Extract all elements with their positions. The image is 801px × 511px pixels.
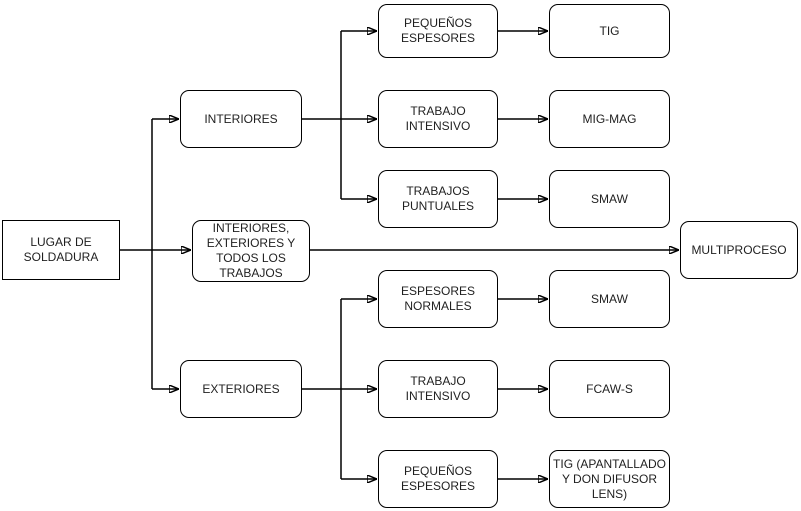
node-interiores: INTERIORES: [180, 90, 302, 148]
node-pequenos-espesores-exteriores: PEQUEÑOS ESPESORES: [378, 450, 498, 508]
node-interiores-exteriores-todos: INTERIORES, EXTERIORES Y TODOS LOS TRABA…: [192, 220, 310, 282]
node-exteriores: EXTERIORES: [180, 360, 302, 418]
node-smaw-exteriores: SMAW: [549, 270, 670, 328]
node-trabajo-intensivo-interiores: TRABAJO INTENSIVO: [378, 90, 498, 148]
node-espesores-normales: ESPESORES NORMALES: [378, 270, 498, 328]
node-tig-apantallado: TIG (APANTALLADO Y DON DIFUSOR LENS): [549, 450, 670, 508]
node-lugar-de-soldadura: LUGAR DE SOLDADURA: [2, 220, 120, 280]
node-smaw-interiores: SMAW: [549, 170, 670, 228]
node-pequenos-espesores-interiores: PEQUEÑOS ESPESORES: [378, 4, 498, 58]
node-trabajo-intensivo-exteriores: TRABAJO INTENSIVO: [378, 360, 498, 418]
node-mig-mag: MIG-MAG: [549, 90, 670, 148]
node-trabajos-puntuales: TRABAJOS PUNTUALES: [378, 170, 498, 228]
node-fcaw-s: FCAW-S: [549, 360, 670, 418]
node-tig: TIG: [549, 4, 670, 58]
node-multiproceso: MULTIPROCESO: [680, 221, 798, 279]
